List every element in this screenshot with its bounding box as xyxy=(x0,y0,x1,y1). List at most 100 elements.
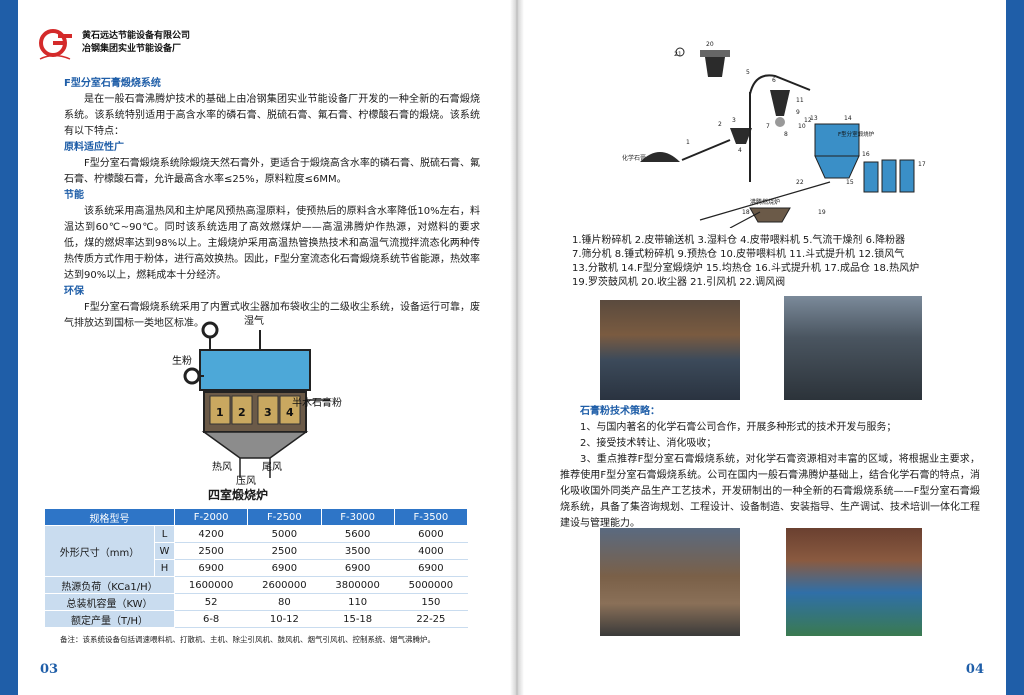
section-body-material: F型分室石膏煅烧系统除煅烧天然石膏外，更适合于煅烧高含水率的磷石膏、脱硫石膏、氟… xyxy=(64,158,480,185)
flow-number-label: 6 xyxy=(772,77,776,84)
table-row: 外形尺寸（mm） L 4200 5000 5600 6000 xyxy=(44,525,469,577)
flow-number-label: 17 xyxy=(918,161,926,168)
table-header-cell: F-2000 xyxy=(173,508,249,526)
strategy-section: 石膏粉技术策略： 1、与国内著名的化学石膏公司合作，开展多种形式的技术开发与服务… xyxy=(560,404,980,532)
table-cell: 80 xyxy=(247,593,322,611)
flow-number-label: 7 xyxy=(766,123,770,130)
flow-number-label: 10 xyxy=(798,123,806,130)
table-cell: 52 xyxy=(173,593,249,611)
table-cell: 4200 xyxy=(173,525,249,543)
table-row: 总装机容量（KW） 52 80 110 150 xyxy=(44,593,469,611)
table-cell: 6-8 xyxy=(173,610,249,628)
table-cell: 6900 xyxy=(320,559,395,577)
page-gutter xyxy=(510,0,524,695)
strategy-item: 2、接受技术转让、消化吸收； xyxy=(580,438,717,449)
flow-number-label: 21 xyxy=(674,51,682,58)
flow-number-label: 2 xyxy=(718,121,722,128)
table-cell: 150 xyxy=(393,593,469,611)
factory-photo-4 xyxy=(786,528,922,636)
dims-axis: L xyxy=(154,525,175,543)
table-cell: 6900 xyxy=(393,559,469,577)
table-cell: 6000 xyxy=(393,525,469,543)
dims-label: 外形尺寸（mm） xyxy=(44,525,155,577)
legend-line: 13.分散机 14.F型分室煅烧炉 15.均热仓 16.斗式提升机 17.成品仓… xyxy=(572,263,920,274)
table-header-cell: F-3000 xyxy=(320,508,395,526)
section-body-energy: 该系统采用高温热风和主炉尾风预热高湿原料，使预热后的原料含水率降低10%左右，料… xyxy=(64,206,480,281)
chamber-1-label: 1 xyxy=(216,406,224,419)
table-cell: 2500 xyxy=(247,542,322,560)
flow-number-label: 15 xyxy=(846,179,854,186)
table-cell: 5600 xyxy=(320,525,395,543)
intro-title: F型分室石膏煅烧系统 xyxy=(64,78,161,89)
flow-number-label: 8 xyxy=(784,131,788,138)
table-cell: 3500 xyxy=(320,542,395,560)
page-number-right: 04 xyxy=(965,662,984,677)
furnace-caption: 四室煅烧炉 xyxy=(207,488,268,502)
section-title-environment: 环保 xyxy=(64,286,84,297)
left-edge-bar xyxy=(0,0,18,695)
legend-line: 7.筛分机 8.锤式粉碎机 9.预热仓 10.皮带喂料机 11.斗式提升机 12… xyxy=(572,249,905,260)
product-label: 半水石膏粉 xyxy=(292,398,342,409)
flow-number-label: 12 xyxy=(804,117,812,124)
four-chamber-furnace-diagram: 1 2 3 4 xyxy=(183,321,330,478)
strategy-item: 1、与国内著名的化学石膏公司合作，开展多种形式的技术开发与服务； xyxy=(580,422,897,433)
flow-number-label: 1 xyxy=(686,139,690,146)
table-header-cell: 规格型号 xyxy=(44,508,175,526)
row-label: 额定产量（T/H） xyxy=(44,610,175,628)
spec-table: 规格型号 F-2000 F-2500 F-3000 F-3500 外形尺寸（mm… xyxy=(44,508,469,628)
flow-number-label: 18 xyxy=(742,209,750,216)
flow-number-label: 19 xyxy=(818,209,826,216)
chamber-3-label: 3 xyxy=(264,406,272,419)
left-page-text: F型分室石膏煅烧系统 是在一般石膏沸腾炉技术的基础上由冶钢集团实业节能设备厂开发… xyxy=(64,76,480,332)
table-header-row: 规格型号 F-2000 F-2500 F-3000 F-3500 xyxy=(44,508,469,526)
table-cell: 3800000 xyxy=(320,576,395,594)
hot-air-label: 热风 xyxy=(212,462,232,473)
flow-number-label: 5 xyxy=(746,69,750,76)
legend-line: 1.锤片粉碎机 2.皮带输送机 3.湿料仓 4.皮带喂料机 5.气流干燥剂 6.… xyxy=(572,235,906,246)
table-cell: 2500 xyxy=(173,542,249,560)
table-cell: 2600000 xyxy=(247,576,322,594)
row-label: 热源负荷（KCa1/H） xyxy=(44,576,175,594)
company-logo-icon xyxy=(39,29,72,60)
table-cell: 4000 xyxy=(393,542,469,560)
table-cell: 22-25 xyxy=(393,610,469,628)
table-row: 热源负荷（KCa1/H） 1600000 2600000 3800000 500… xyxy=(44,576,469,594)
flow-number-label: 3 xyxy=(732,117,736,124)
table-cell: 110 xyxy=(320,593,395,611)
table-cell: 5000 xyxy=(247,525,322,543)
table-header-cell: F-2500 xyxy=(247,508,322,526)
section-body-environment: F型分室石膏煅烧系统采用了内置式收尘器加布袋收尘的二级收尘系统，设备运行可靠，废… xyxy=(64,302,480,329)
intro-body: 是在一般石膏沸腾炉技术的基础上由冶钢集团实业节能设备厂开发的一种全新的石膏煅烧系… xyxy=(64,94,480,137)
table-cell: 15-18 xyxy=(320,610,395,628)
raw-powder-label: 生粉 xyxy=(172,356,192,367)
company-name-1: 黄石远达节能设备有限公司 xyxy=(82,31,191,41)
boiling-furnace-label: 沸腾燃烧炉 xyxy=(750,198,780,206)
section-title-material: 原料适应性广 xyxy=(64,142,124,153)
strategy-item: 3、重点推荐F型分室石膏煅烧系统，对化学石膏资源相对丰富的区域，将根据业主要求，… xyxy=(560,454,980,529)
flow-number-label: 14 xyxy=(844,115,852,122)
raw-material-label: 化学石膏 xyxy=(622,154,646,162)
factory-photo-2 xyxy=(784,296,922,400)
table-cell: 6900 xyxy=(173,559,249,577)
flow-number-label: 16 xyxy=(862,151,870,158)
company-names: 黄石远达节能设备有限公司 冶钢集团实业节能设备厂 xyxy=(82,30,190,56)
legend-line: 19.罗茨鼓风机 20.收尘器 21.引风机 22.调风阀 xyxy=(572,277,786,288)
flow-number-label: 13 xyxy=(810,115,818,122)
flow-number-label: 20 xyxy=(706,41,714,48)
flow-number-label: 9 xyxy=(796,109,800,116)
flow-number-label: 22 xyxy=(796,179,804,186)
calciner-label: F型分室煅烧炉 xyxy=(838,130,875,138)
table-row: 额定产量（T/H） 6-8 10-12 15-18 22-25 xyxy=(44,610,469,628)
company-name-2: 冶钢集团实业节能设备厂 xyxy=(82,44,182,54)
wet-air-label: 湿气 xyxy=(244,316,264,327)
table-cell: 10-12 xyxy=(247,610,322,628)
flow-number-label: 4 xyxy=(738,147,742,154)
dims-axis: H xyxy=(154,559,175,577)
chamber-2-label: 2 xyxy=(238,406,246,419)
tail-air-label: 尾风 xyxy=(262,462,282,473)
table-cell: 1600000 xyxy=(173,576,249,594)
table-row: H 6900 6900 6900 6900 xyxy=(45,559,469,577)
table-cell: 5000000 xyxy=(393,576,469,594)
